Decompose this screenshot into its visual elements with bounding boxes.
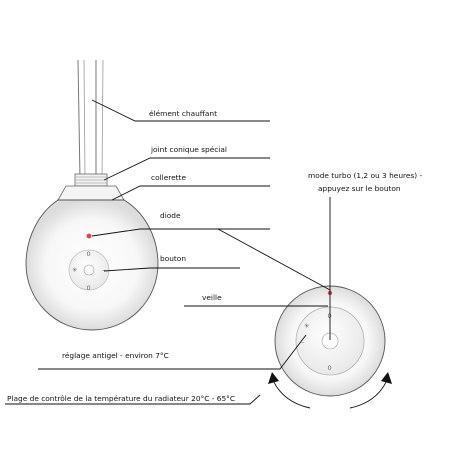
leader-lines xyxy=(5,99,331,405)
label-temperature-range: Plage de contrôle de la température du r… xyxy=(7,394,235,403)
heating-element-rods xyxy=(77,59,104,181)
dial-minus-mark: – xyxy=(301,338,304,346)
conical-joint-thread xyxy=(74,173,108,187)
label-collar: collerette xyxy=(151,173,186,182)
scale-mark-bottom: 0 xyxy=(87,284,91,292)
label-conical-joint: joint conique spécial xyxy=(150,145,227,154)
dial-scale-mark-bottom: 0 xyxy=(328,364,332,372)
scale-mark-top: 0 xyxy=(87,250,91,258)
heater-unit: 0 0 ✳ – xyxy=(25,59,159,331)
label-standby: veille xyxy=(202,293,222,302)
label-turbo-line1: mode turbo (1,2 ou 3 heures) - xyxy=(308,171,423,180)
diode-led-icon xyxy=(86,233,92,239)
dial-snowflake-icon: ✳ xyxy=(304,322,310,330)
control-dial-detail: 0 0 ✳ – xyxy=(268,285,392,409)
collar xyxy=(57,185,125,201)
snowflake-icon: ✳ xyxy=(72,266,78,274)
minus-mark: – xyxy=(102,266,105,274)
label-diode: diode xyxy=(160,211,181,220)
label-turbo-line2: appuyez sur le bouton xyxy=(318,184,401,193)
label-button: bouton xyxy=(160,254,186,263)
label-antifreeze: réglage antigel - environ 7°C xyxy=(62,351,169,360)
label-heating-element: élément chauffant xyxy=(149,109,217,118)
heater-button-center xyxy=(83,264,95,276)
